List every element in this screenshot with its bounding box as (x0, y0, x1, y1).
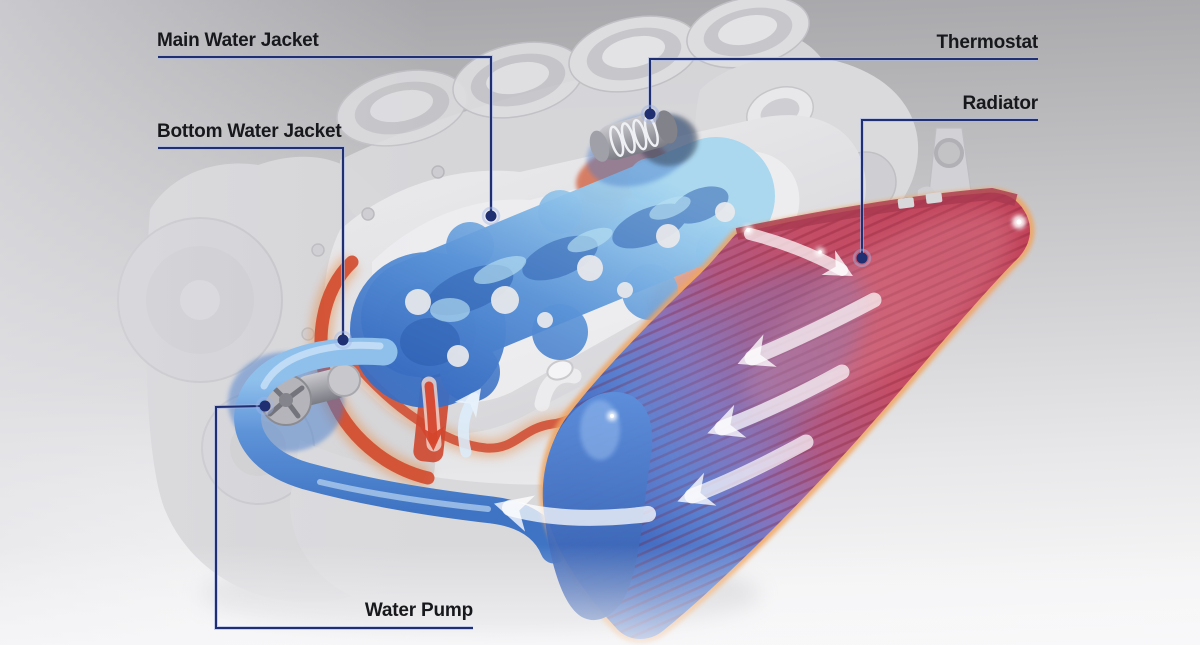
label-main-water-jacket: Main Water Jacket (157, 30, 319, 51)
flow-arrow-radiator-inlet (744, 228, 853, 276)
flow-arrow-radiator-1 (737, 292, 882, 367)
label-radiator: Radiator (962, 93, 1039, 114)
label-thermostat: Thermostat (936, 32, 1039, 53)
flow-arrow-return-hose (493, 495, 656, 532)
leader-lines (158, 55, 1038, 630)
bottom-fade-overlay (0, 545, 1200, 645)
label-water-pump: Water Pump (364, 600, 473, 621)
flow-arrow-radiator-3 (677, 434, 814, 506)
leader-line-thermostat (640, 57, 1038, 124)
flow-arrow-cold-up (454, 388, 481, 458)
leader-line-bottom-water-jacket (158, 146, 353, 350)
main-water-jacket-overlay (350, 137, 775, 408)
leader-line-water-pump (214, 396, 473, 630)
thermostat-part (586, 110, 698, 187)
leader-line-radiator (852, 118, 1038, 268)
label-bottom-water-jacket: Bottom Water Jacket (157, 121, 342, 142)
flow-arrow-radiator-2 (707, 364, 850, 438)
leader-line-main-water-jacket (158, 55, 501, 226)
flow-arrow-hot-down (420, 381, 445, 451)
coolant-flow-arrows (420, 228, 882, 532)
